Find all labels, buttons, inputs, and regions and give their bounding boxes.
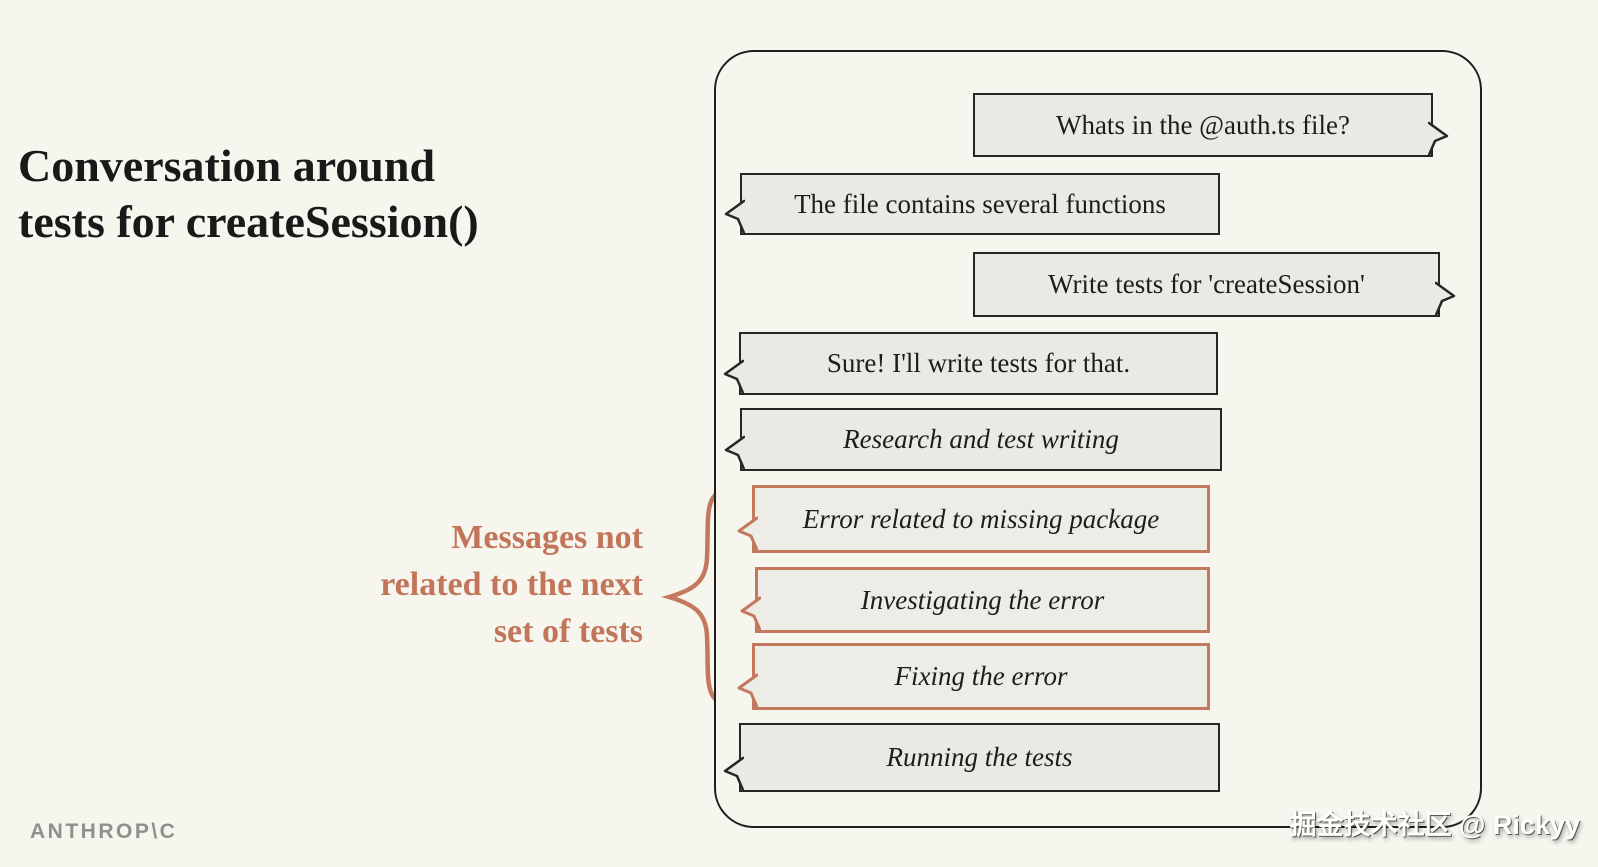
message-text: Research and test writing — [843, 424, 1119, 454]
message-bubble-activity-highlighted: Error related to missing package — [737, 485, 1210, 553]
bubble-tail-icon — [1435, 281, 1456, 317]
message-bubble-activity: Research and test writing — [724, 408, 1222, 471]
bubble-tail-icon — [723, 756, 744, 792]
message-bubble-user: Write tests for 'createSession' — [973, 252, 1456, 317]
message-bubble-assistant: Sure! I'll write tests for that. — [723, 332, 1218, 395]
bubble-tail-icon — [724, 199, 745, 235]
watermark: 掘金技术社区 @ Rickyy — [1289, 810, 1580, 840]
message-bubble-activity-highlighted: Fixing the error — [737, 643, 1210, 710]
message-bubble-activity: Running the tests — [723, 723, 1220, 792]
message-text: The file contains several functions — [794, 188, 1166, 219]
bubble-tail-icon — [740, 596, 761, 632]
page-title: Conversation around tests for createSess… — [18, 138, 479, 250]
message-text: Running the tests — [886, 742, 1073, 772]
message-text: Sure! I'll write tests for that. — [826, 348, 1131, 378]
page-title-line2: tests for createSession() — [18, 196, 479, 247]
bubble-tail-icon — [737, 516, 758, 552]
message-bubble-activity-highlighted: Investigating the error — [740, 567, 1210, 633]
anthropic-logo: ANTHROP\C — [30, 820, 178, 843]
bubble-tail-icon — [723, 359, 744, 395]
bubble-tail-icon — [724, 435, 745, 471]
message-text: Error related to missing package — [802, 503, 1160, 534]
bubble-tail-icon — [1428, 121, 1449, 157]
curly-brace-icon — [660, 486, 731, 708]
annotation-line2: related to the next — [380, 566, 643, 603]
message-text: Investigating the error — [860, 584, 1105, 615]
page-title-line1: Conversation around — [18, 140, 436, 191]
message-bubble-user: Whats in the @auth.ts file? — [973, 93, 1449, 157]
message-text: Fixing the error — [894, 661, 1068, 691]
message-bubble-assistant: The file contains several functions — [724, 173, 1220, 235]
annotation-label: Messages not related to the next set of … — [243, 514, 643, 655]
annotation-line1: Messages not — [451, 519, 643, 556]
message-text: Whats in the @auth.ts file? — [1055, 109, 1351, 140]
bubble-tail-icon — [737, 673, 758, 709]
message-text: Write tests for 'createSession' — [1048, 269, 1365, 299]
annotation-line3: set of tests — [493, 613, 643, 650]
